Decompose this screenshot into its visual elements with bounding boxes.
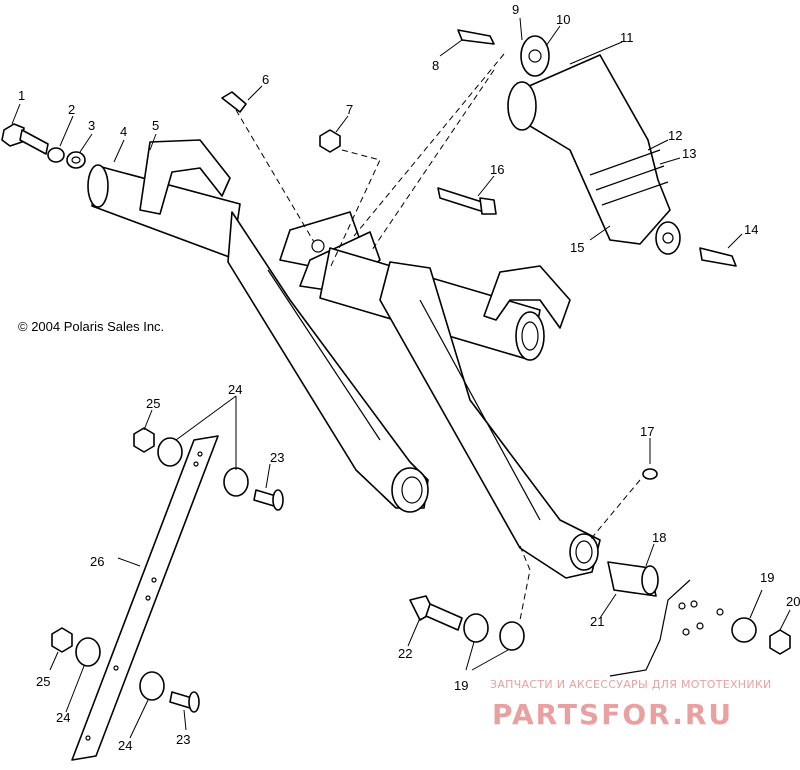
callout-22: 22	[398, 646, 412, 661]
callout-2: 2	[68, 102, 75, 117]
callout-5: 5	[152, 118, 159, 133]
hardware-parts	[1, 29, 791, 677]
callout-24b: 24	[56, 710, 70, 725]
callout-24c: 24	[118, 738, 132, 753]
callout-8: 8	[432, 58, 439, 73]
callout-19b: 19	[760, 570, 774, 585]
shock-absorber	[507, 35, 681, 255]
callout-9: 9	[512, 2, 519, 17]
callout-3: 3	[88, 118, 95, 133]
strap-assembly	[51, 427, 284, 761]
callout-numbers: 1 2 3 4 5 6 7 8 9 10 11 12 13 14 15 16 1…	[18, 2, 800, 753]
callout-1: 1	[18, 88, 25, 103]
watermark-main: PARTSFOR.RU	[492, 698, 733, 731]
callout-23a: 23	[270, 450, 284, 465]
callout-15: 15	[570, 240, 584, 255]
callout-10: 10	[556, 12, 570, 27]
callout-4: 4	[120, 124, 127, 139]
callout-19a: 19	[454, 678, 468, 693]
watermark-logo: ЗАПЧАСТИ И АКСЕССУАРЫ ДЛЯ МОТОТЕХНИКИ PA…	[490, 678, 772, 731]
callout-25a: 25	[146, 396, 160, 411]
callout-12: 12	[668, 128, 682, 143]
callout-17: 17	[640, 424, 654, 439]
rear-torque-arm-assembly	[87, 139, 601, 579]
callout-21: 21	[590, 614, 604, 629]
callout-13: 13	[682, 146, 696, 161]
callout-23b: 23	[176, 732, 190, 747]
callout-20: 20	[786, 594, 800, 609]
callout-26: 26	[90, 554, 104, 569]
callout-25b: 25	[36, 674, 50, 689]
copyright-notice: © 2004 Polaris Sales Inc.	[18, 319, 164, 334]
callout-7: 7	[346, 102, 353, 117]
callout-6: 6	[262, 72, 269, 87]
callout-24a: 24	[228, 382, 242, 397]
callout-16: 16	[490, 162, 504, 177]
callout-18: 18	[652, 530, 666, 545]
watermark-subtitle: ЗАПЧАСТИ И АКСЕССУАРЫ ДЛЯ МОТОТЕХНИКИ	[490, 678, 772, 691]
leader-lines	[11, 17, 791, 739]
callout-11: 11	[620, 30, 634, 45]
callout-14: 14	[744, 222, 758, 237]
